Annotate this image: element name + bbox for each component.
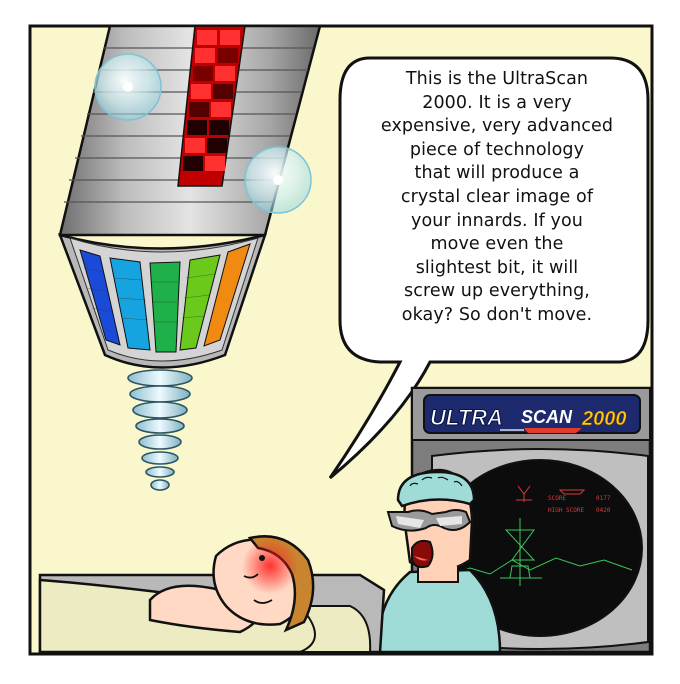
- logo-ultra: ULTRA: [430, 405, 503, 430]
- speech-line: your innards. If you: [411, 210, 583, 231]
- logo-2000: 2000: [581, 408, 627, 430]
- speech-line: 2000. It is a very: [422, 92, 572, 113]
- speech-line: crystal clear image of: [400, 186, 594, 207]
- speech-line: slightest bit, it will: [415, 257, 579, 278]
- scanner-arm: [57, 24, 322, 491]
- technician-mouth: [411, 539, 434, 569]
- speech-line: okay? So don't move.: [401, 304, 593, 325]
- speech-line: This is the UltraScan: [405, 69, 589, 89]
- speech-bubble-text: This is the UltraScan 2000. It is a very…: [352, 68, 642, 328]
- crt-score-label: SCORE: [548, 495, 566, 502]
- surgical-cap: [396, 470, 476, 508]
- technician: [376, 468, 502, 654]
- scanner-coil: [127, 369, 193, 491]
- logo-scan: SCAN: [521, 407, 573, 427]
- speech-line: move even the: [430, 234, 564, 255]
- speech-line: expensive, very advanced: [380, 116, 614, 137]
- spectrum-lights: [79, 243, 251, 353]
- led-strip: [177, 25, 246, 187]
- crt-score-value: 0177: [596, 495, 611, 502]
- speech-line: piece of technology: [409, 139, 585, 160]
- crt-high-score-label: HIGH SCORE: [548, 507, 585, 514]
- scan-glow: [242, 538, 298, 594]
- speech-bubble-shape: [328, 56, 650, 480]
- speech-line: that will produce a: [414, 163, 580, 184]
- crt-high-score-value: 0420: [596, 507, 611, 514]
- patient: [38, 535, 386, 654]
- speech-line: screw up everything,: [404, 281, 590, 302]
